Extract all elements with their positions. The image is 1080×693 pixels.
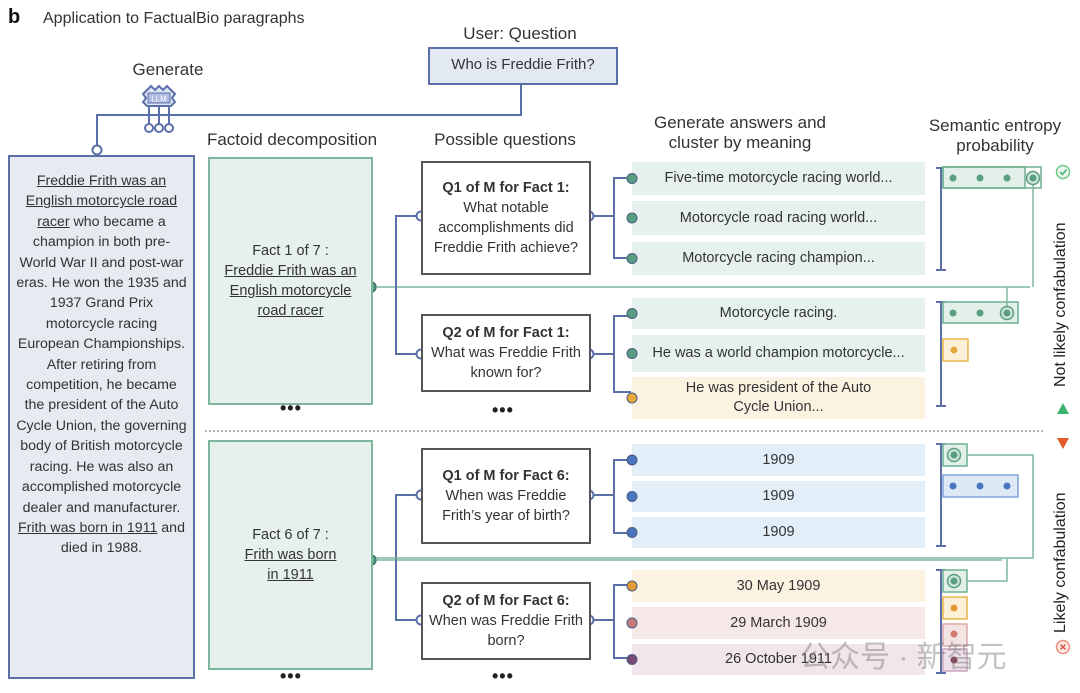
- bio-fact-6-highlight: Frith was born in 1911: [18, 519, 158, 536]
- ellipsis-facts-1: •••: [280, 398, 302, 418]
- answer-item: 1909: [632, 444, 925, 476]
- heading-answers-1: Generate answers and: [654, 113, 826, 132]
- fact-text: Freddie Frith was an English motorcycle …: [224, 263, 357, 319]
- answer-item: Motorcycle racing.: [632, 298, 925, 329]
- fact1-question-bracket: [395, 215, 418, 355]
- question-q2-fact1: Q2 of M for Fact 1: What was Freddie Fri…: [421, 314, 591, 392]
- heading-questions: Possible questions: [434, 130, 576, 149]
- question-text: What was Freddie Frith known for?: [431, 345, 581, 381]
- question-q1-fact6: Q1 of M for Fact 6: When was Freddie Fri…: [421, 448, 591, 544]
- heading-answers-2: cluster by meaning: [668, 133, 812, 152]
- heading-entropy-1: Semantic entropy: [928, 116, 1062, 135]
- question-title: Q2 of M for Fact 6:: [442, 593, 570, 609]
- question-title: Q2 of M for Fact 1:: [442, 325, 570, 341]
- fact-label: Fact 6 of 7 :: [252, 527, 329, 543]
- answer-item: Five-time motorcycle racing world...: [632, 162, 925, 195]
- panel-title: Application to FactualBio paragraphs: [43, 10, 305, 27]
- verdict-not-likely: Not likely confabulation: [1052, 222, 1069, 387]
- user-question-box: Who is Freddie Frith?: [428, 47, 618, 85]
- bio-connector-node: [91, 144, 103, 156]
- ellipsis-facts-2: •••: [280, 666, 302, 686]
- bio-text-end: and died in 1988.: [60, 519, 185, 557]
- question-text: When was Freddie Frith born?: [429, 613, 583, 649]
- fact-label: Fact 1 of 7 :: [252, 243, 329, 259]
- question-text: When was Freddie Frith’s year of birth?: [442, 488, 570, 524]
- user-question-label: User: Question: [463, 24, 577, 43]
- llm-icon-text: LLM: [151, 95, 167, 104]
- heading-entropy-2: probability: [956, 136, 1034, 155]
- answer-item: 1909: [632, 481, 925, 512]
- heading-factoid: Factoid decomposition: [206, 130, 378, 149]
- answer-item: Motorcycle road racing world...: [632, 201, 925, 235]
- verdict-likely: Likely confabulation: [1052, 492, 1069, 633]
- question-text: What notable accomplishments did Freddie…: [433, 200, 579, 256]
- answer-item: 30 May 1909: [632, 570, 925, 602]
- bio-text: who became a champion in both pre-World …: [16, 213, 187, 516]
- question-title: Q1 of M for Fact 1:: [442, 180, 570, 196]
- up-arrow-icon: [1057, 403, 1069, 414]
- answer-item: 29 March 1909: [632, 607, 925, 639]
- fact-box-6: Fact 6 of 7 : Frith was born in 1911: [208, 440, 373, 670]
- watermark: 公众号 · 新智元: [800, 641, 1007, 674]
- bio-paragraph: Freddie Frith was an English motorcycle …: [8, 155, 195, 679]
- fact-text: Frith was born in 1911: [244, 547, 337, 583]
- generate-label: Generate: [132, 60, 204, 79]
- answer-item: Motorcycle racing champion...: [632, 242, 925, 275]
- answer-item: He was president of the Auto Cycle Union…: [632, 377, 925, 419]
- fact-box-1: Fact 1 of 7 : Freddie Frith was an Engli…: [208, 157, 373, 405]
- down-arrow-icon: [1057, 438, 1069, 449]
- answer-item: 26 October 1911: [632, 644, 925, 675]
- question-q2-fact6: Q2 of M for Fact 6: When was Freddie Fri…: [421, 582, 591, 660]
- question-to-bio-connector: [96, 83, 522, 146]
- ellipsis-questions-1: •••: [492, 400, 514, 420]
- ellipsis-questions-2: •••: [492, 666, 514, 686]
- question-title: Q1 of M for Fact 6:: [442, 468, 570, 484]
- panel-letter: b: [8, 6, 21, 28]
- bio-fact-1-highlight: Freddie Frith was an English motorcycle …: [25, 173, 178, 230]
- check-icon: [1055, 164, 1071, 180]
- question-q1-fact1: Q1 of M for Fact 1: What notable accompl…: [421, 161, 591, 275]
- answer-item: 1909: [632, 517, 925, 548]
- answer-item: He was a world champion motorcycle...: [632, 335, 925, 372]
